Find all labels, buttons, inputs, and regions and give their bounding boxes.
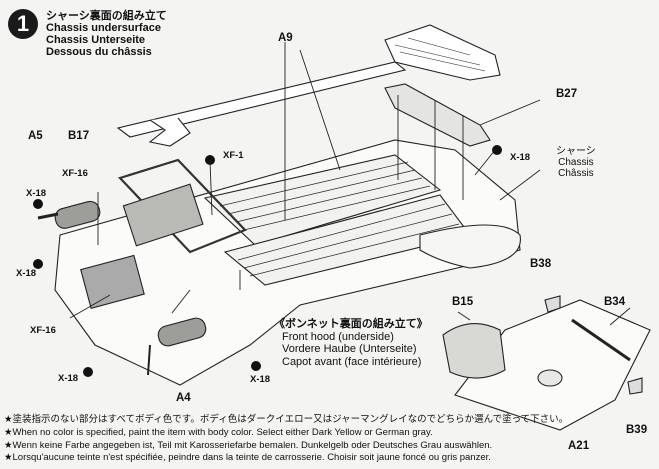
step-title: シャーシ裏面の組み立て Chassis undersurface Chassis… bbox=[46, 10, 167, 58]
part-a9-rail bbox=[116, 61, 407, 138]
title-en: Chassis undersurface bbox=[46, 22, 161, 34]
screw-label-x18-bottom-center: X-18 bbox=[250, 374, 271, 385]
front-hood bbox=[454, 299, 651, 431]
paint-label-xf16-bottom: XF-16 bbox=[30, 325, 56, 336]
paint-label-xf16-top: XF-16 bbox=[62, 168, 88, 179]
engine-lower bbox=[80, 254, 145, 309]
chassis-label-fr: Châssis bbox=[558, 168, 594, 179]
part-label-a4: A4 bbox=[176, 392, 191, 404]
paint-label-xf1: XF-1 bbox=[223, 150, 244, 161]
step-number-badge: 1 bbox=[8, 9, 38, 39]
part-label-a9: A9 bbox=[278, 32, 293, 44]
part-label-a5: A5 bbox=[28, 130, 43, 142]
part-label-b27: B27 bbox=[556, 88, 578, 100]
title-de: Chassis Unterseite bbox=[46, 34, 146, 46]
note-jp: ★塗装指示のない部分はすべてボディ色です。ボディ色はダークイエロー又はジャーマン… bbox=[4, 414, 569, 425]
hood-title-jp: 《ボンネット裏面の組み立て》 bbox=[274, 318, 428, 330]
rear-fender bbox=[419, 224, 521, 269]
part-a4-muffler bbox=[157, 317, 207, 347]
part-b34-rod bbox=[571, 318, 631, 362]
hood-title-en: Front hood (underside) bbox=[282, 330, 394, 343]
part-label-a21: A21 bbox=[568, 440, 590, 452]
part-label-b15: B15 bbox=[452, 296, 474, 308]
part-label-b38: B38 bbox=[530, 258, 552, 270]
rear-flap bbox=[384, 24, 501, 81]
screw-icon bbox=[492, 145, 502, 155]
chassis-floor-panel bbox=[203, 154, 442, 246]
screw-label-x18-right: X-18 bbox=[510, 152, 531, 163]
screw-label-x18-left1: X-18 bbox=[26, 188, 47, 199]
hood-round-hatch bbox=[537, 369, 563, 387]
painting-notes: ★塗装指示のない部分はすべてボディ色です。ボディ色はダークイエロー又はジャーマン… bbox=[4, 414, 568, 465]
part-a5-muffler bbox=[54, 200, 101, 229]
part-b27-bracket bbox=[384, 83, 491, 147]
title-fr: Dessous du châssis bbox=[46, 46, 152, 58]
part-label-b39: B39 bbox=[626, 424, 648, 436]
engine-block bbox=[122, 183, 204, 247]
part-label-b34: B34 bbox=[604, 296, 626, 308]
part-b15-box bbox=[442, 323, 506, 379]
title-jp: シャーシ裏面の組み立て bbox=[46, 10, 167, 22]
hood-subtitle: 《ボンネット裏面の組み立て》 Front hood (underside) Vo… bbox=[274, 318, 428, 368]
chassis-label-jp: シャーシ bbox=[556, 146, 596, 157]
screw-label-x18-left2: X-18 bbox=[16, 268, 37, 279]
chassis-label: シャーシ Chassis Châssis bbox=[556, 146, 596, 179]
note-de: ★Wenn keine Farbe angegeben ist, Teil mi… bbox=[4, 439, 493, 451]
part-label-b17: B17 bbox=[68, 130, 90, 142]
note-en: ★When no color is specified, paint the i… bbox=[4, 426, 433, 438]
part-b38-hinge bbox=[544, 295, 561, 313]
chassis-label-en: Chassis bbox=[558, 157, 594, 168]
hood-title-de: Vordere Haube (Unterseite) bbox=[282, 343, 417, 355]
hood-title-fr: Capot avant (face intérieure) bbox=[282, 355, 422, 368]
screw-label-x18-bottom-left: X-18 bbox=[58, 373, 79, 384]
note-fr: ★Lorsqu'aucune teinte n'est spécifiée, p… bbox=[4, 452, 491, 464]
part-b39-hinge bbox=[627, 377, 643, 395]
